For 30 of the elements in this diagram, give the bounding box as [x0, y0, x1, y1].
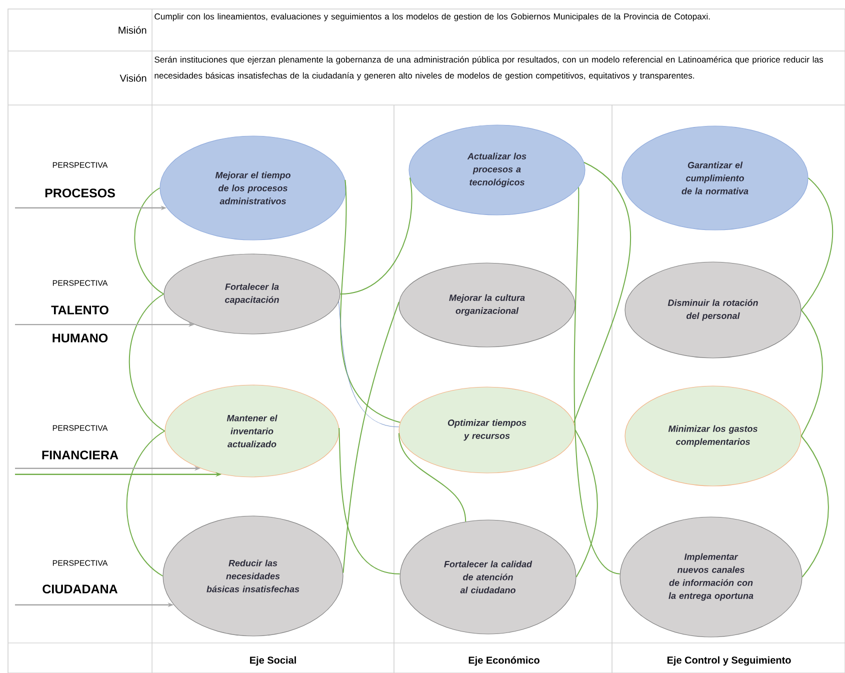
axis-heading: Eje Control y Seguimiento	[667, 656, 791, 666]
statement-text: Cumplir con los lineamientos, evaluaciones y seguimientos a los modelos de gestion de los Gobiernos Municipales de la Provincia de Cotopaxi.	[154, 13, 710, 22]
statement-text: Serán instituciones que ejerzan plenamente la gobernanza de una administración pública por resultados, con un modelo referencial en Latinoamérica que priorice reducir las necesidades básicas insatisfechas de la ciudadanía y generen alto niveles de modelos de gestion competitivos, equitativos y transparentes.	[154, 56, 824, 80]
axis-heading: Eje Económico	[468, 656, 540, 666]
connector	[126, 430, 166, 576]
perspective-name: TALENTO HUMANO	[51, 306, 108, 342]
connector	[800, 310, 823, 436]
perspective-name: PROCESOS	[45, 188, 115, 198]
connector	[338, 301, 400, 428]
perspective-name: FINANCIERA	[42, 450, 118, 460]
connector	[573, 162, 631, 423]
row-heading: Misión	[118, 26, 146, 34]
perspective-label: PERSPECTIVA	[52, 280, 108, 286]
perspective-label: PERSPECTIVA	[52, 162, 108, 168]
connector	[134, 188, 164, 294]
connector	[338, 427, 400, 574]
connector	[398, 432, 466, 522]
connector	[574, 430, 598, 578]
connector	[800, 178, 834, 310]
connector	[574, 186, 620, 574]
perspective-name: CIUDADANA	[42, 584, 118, 594]
connector	[800, 436, 829, 578]
connector	[342, 301, 400, 574]
row-heading: Visión	[120, 74, 146, 82]
perspective-label: PERSPECTIVA	[52, 425, 108, 431]
axis-heading: Eje Social	[250, 656, 296, 666]
connector	[340, 177, 412, 294]
perspective-label: PERSPECTIVA	[52, 560, 108, 566]
connector	[128, 294, 166, 432]
connector	[340, 179, 401, 423]
